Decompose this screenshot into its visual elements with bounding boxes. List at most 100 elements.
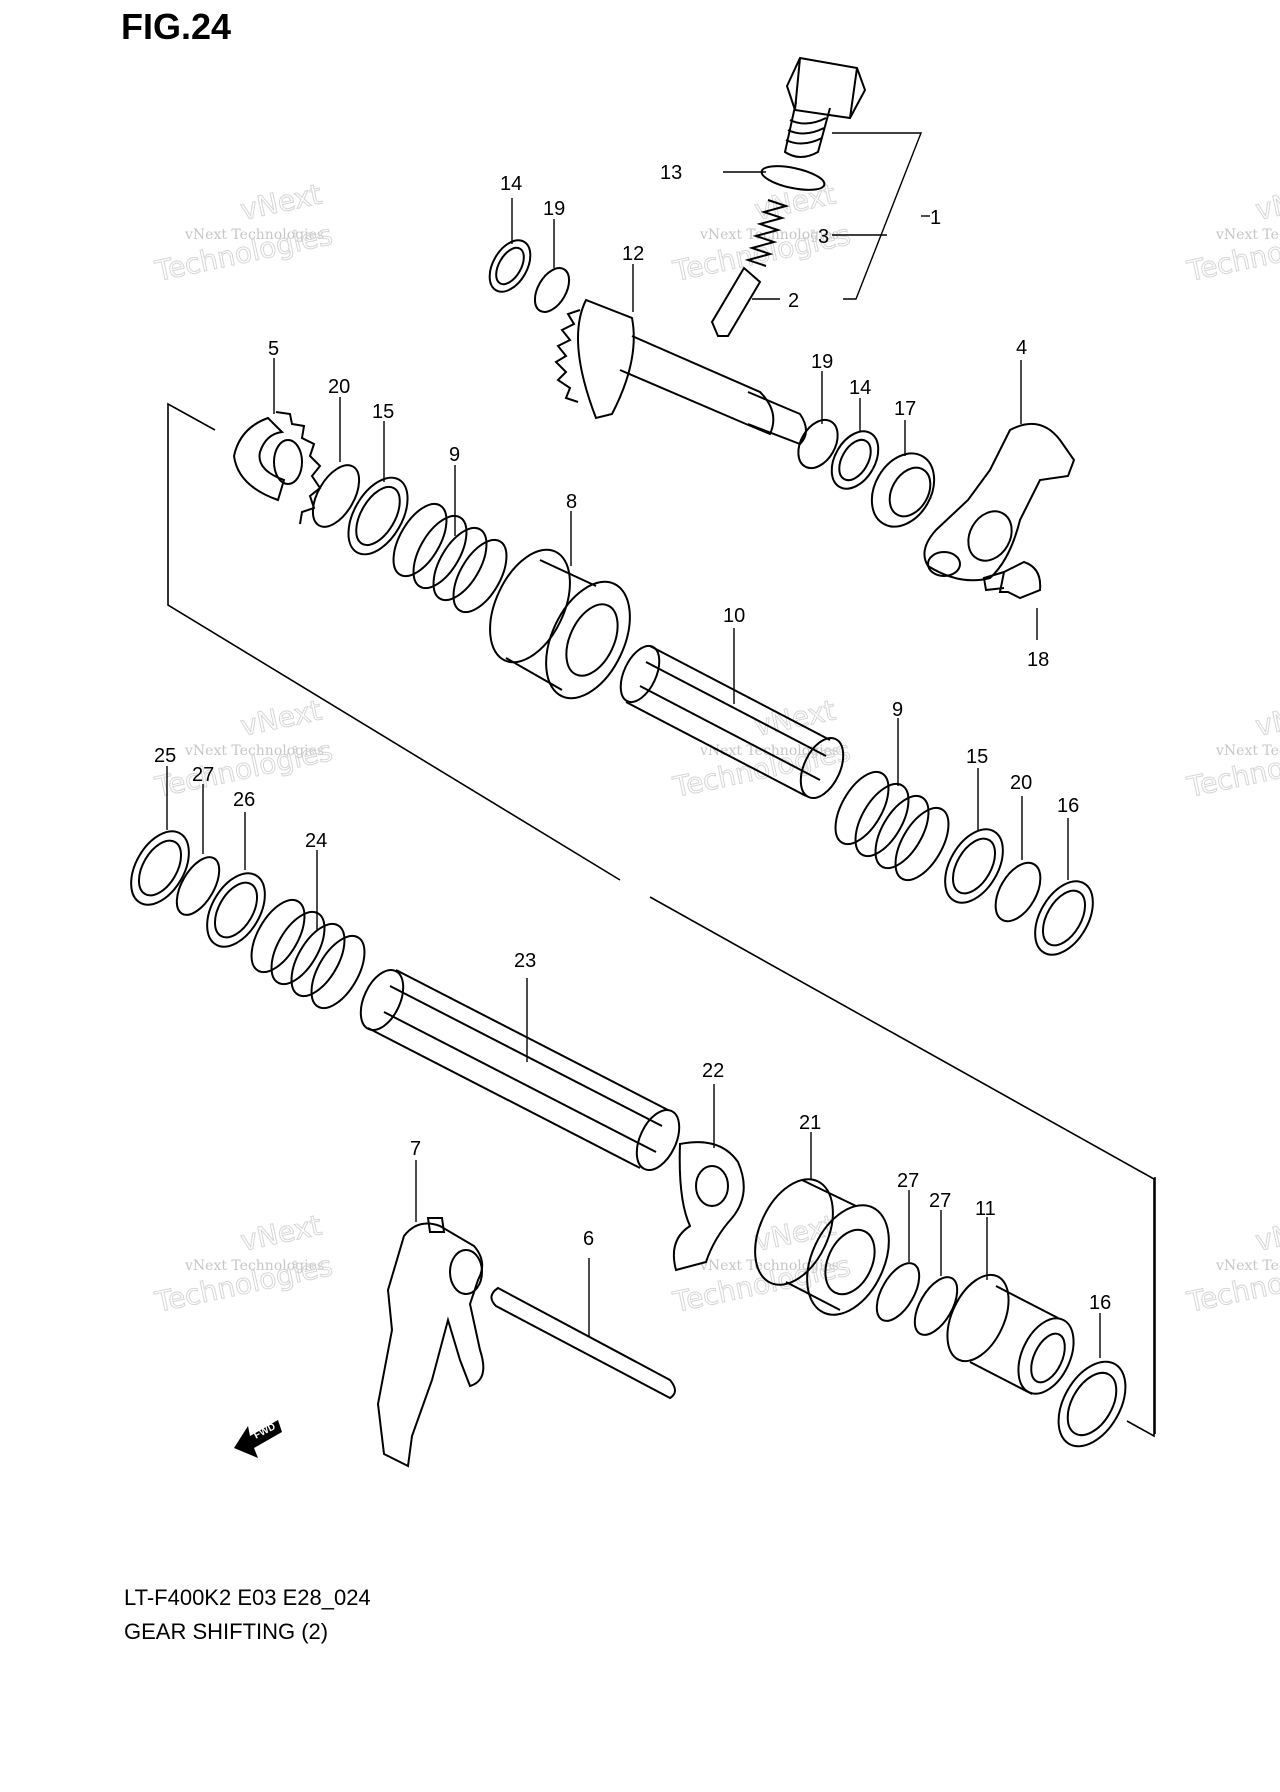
sector-gear-teeth [554, 309, 581, 403]
part-spline-shaft-23 [359, 969, 681, 1171]
washer-16-lower-inner [1066, 1371, 1118, 1437]
callout-4: 4 [1016, 337, 1027, 359]
spring-coil [290, 922, 346, 998]
assembly-frame [167, 402, 1156, 1438]
callout-2: 2 [788, 290, 799, 312]
drum-bore [565, 603, 619, 677]
shaft-sector-gear [577, 298, 635, 420]
shaft-end [635, 1109, 681, 1171]
shaft-edge [367, 969, 669, 1169]
watermark-logo: vNext [238, 1209, 325, 1258]
washer-15-upper-inner [355, 486, 401, 546]
spring-9-middle [834, 770, 950, 882]
spring-coil [250, 898, 306, 974]
watermark-logo: vNext [238, 694, 325, 743]
spring-coil [874, 794, 930, 870]
callout-15: 15 [372, 401, 394, 423]
callout-27: 27 [929, 1190, 951, 1212]
callout-17: 17 [894, 398, 916, 420]
leader-1 [832, 132, 923, 300]
callout-1: 1 [930, 207, 941, 229]
washer-26 [206, 872, 266, 948]
callout-20: 20 [1010, 772, 1032, 794]
callout-6: 6 [583, 1228, 594, 1250]
leader-lines [166, 132, 1101, 1358]
bolt-thread-lines [785, 117, 827, 145]
washer-16-middle-inner [1041, 889, 1087, 947]
shaft-edge [625, 645, 831, 797]
figure-title: FIG.24 [121, 6, 232, 47]
watermark-logo: Techno [1184, 1266, 1280, 1319]
part-shift-fork-7 [376, 1217, 485, 1468]
part-cam-5 [232, 411, 322, 525]
washer-14-right-inner [838, 438, 872, 482]
collar-flange [946, 1273, 1010, 1363]
washer-15-middle [944, 828, 1004, 904]
washer-25 [130, 830, 190, 906]
part-lever-4 [923, 422, 1076, 582]
shaft-spline [639, 661, 827, 781]
part-collar-11 [946, 1273, 1075, 1395]
callout-16: 16 [1089, 1292, 1111, 1314]
callout-numbers: 1 2 3 4 5 6 7 8 9 9 10 11 12 13 14 14 15… [154, 162, 1111, 1314]
bearing-17-inner [888, 466, 932, 518]
spring-3 [744, 199, 790, 267]
washer-14-top-inner [495, 246, 525, 286]
collar-bore [1030, 1332, 1066, 1384]
drum-sides [785, 1179, 857, 1311]
callout-13: 13 [660, 162, 682, 184]
watermark-logo: vNext [238, 178, 325, 227]
circlip-19-right [797, 418, 839, 470]
fwd-arrow: FWD [234, 1420, 282, 1458]
callout-21: 21 [799, 1112, 821, 1134]
watermark-text: vNext Techno [1215, 743, 1280, 759]
spring-coil [412, 514, 468, 590]
watermark-text: vNext Technologies [184, 1258, 324, 1274]
fwd-arrow-icon [234, 1420, 282, 1458]
fork-body [376, 1222, 485, 1468]
cam-body [232, 416, 286, 502]
spring-coil [854, 782, 910, 858]
washer-16-lower [1057, 1360, 1127, 1448]
watermark-text: vNext Technologies [184, 743, 324, 759]
washer-16-middle [1034, 880, 1094, 956]
callout-10: 10 [723, 605, 745, 627]
washer-15-middle-inner [951, 837, 997, 895]
callout-20: 20 [328, 376, 350, 398]
callout-22: 22 [702, 1060, 724, 1082]
callout-3: 3 [818, 226, 829, 248]
drum-back [754, 1178, 834, 1286]
drum-front [545, 580, 631, 700]
washer-26-inner [213, 881, 259, 939]
bolt-edge [849, 67, 858, 119]
shaft-splined-end [747, 391, 807, 446]
cam-plate-22-bore [695, 1165, 729, 1207]
callout-12: 12 [622, 243, 644, 265]
callout-16: 16 [1057, 795, 1079, 817]
watermark-logo: vNext [752, 694, 839, 743]
cam-bore [273, 439, 303, 485]
collar-sides [969, 1285, 1059, 1395]
bolt-edge [794, 57, 801, 111]
watermark-text: vNext Technologies [699, 227, 839, 243]
callout-9: 9 [892, 699, 903, 721]
spring-coil [452, 538, 508, 614]
circlip-27-left [175, 856, 221, 916]
circlip-20-upper [311, 464, 361, 528]
callout-25: 25 [154, 745, 176, 767]
callout-27: 27 [192, 764, 214, 786]
watermark-text: vNext Techno [1215, 1258, 1280, 1274]
circlip-27-right-b [913, 1276, 959, 1336]
spring-coil [834, 770, 890, 846]
watermark-logo: vNext [752, 178, 839, 227]
drum-back [489, 548, 571, 664]
watermark-logo: vN [1253, 1218, 1280, 1258]
watermark-text: vNext Technologies [184, 227, 324, 243]
pin-2 [710, 266, 762, 337]
bolt-18-head [998, 560, 1042, 600]
part-drum-21 [754, 1178, 890, 1316]
rod-6 [490, 1286, 676, 1400]
watermark-text: vNext Techno [1215, 227, 1280, 243]
watermark-logo: Techno [1184, 235, 1280, 288]
watermark-text: vNext Technologies [699, 1258, 839, 1274]
